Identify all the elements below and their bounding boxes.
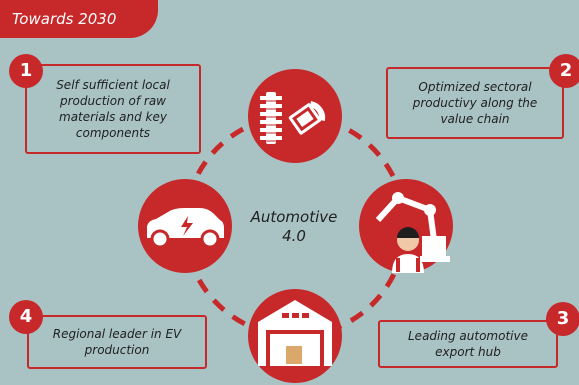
spring-gear-icon [248, 69, 342, 163]
item-box-1: Self sufficient local production of raw … [25, 64, 201, 154]
item-text-2: Optimized sectoral productivy along the … [412, 80, 538, 126]
robot-arm-worker-icon [359, 179, 453, 273]
item-badge-1: 1 [9, 54, 43, 88]
item-box-2: Optimized sectoral productivy along the … [386, 67, 564, 139]
item-text-3: Leading automotive export hub [408, 329, 528, 359]
warehouse-icon [248, 289, 342, 383]
item-text-1: Self sufficient local production of raw … [56, 78, 170, 140]
electric-car-icon [138, 179, 232, 273]
item-box-3: Leading automotive export hub [378, 320, 558, 368]
item-badge-4: 4 [9, 300, 43, 334]
center-title: Automotive 4.0 [239, 208, 349, 246]
item-badge-2: 2 [549, 54, 579, 88]
center-title-line2: 4.0 [282, 227, 306, 245]
item-box-4: Regional leader in EV production [27, 315, 207, 369]
center-title-line1: Automotive [250, 208, 338, 226]
item-badge-3: 3 [546, 302, 579, 336]
item-text-4: Regional leader in EV production [52, 327, 182, 357]
towards-2030-banner: Towards 2030 [0, 0, 158, 38]
